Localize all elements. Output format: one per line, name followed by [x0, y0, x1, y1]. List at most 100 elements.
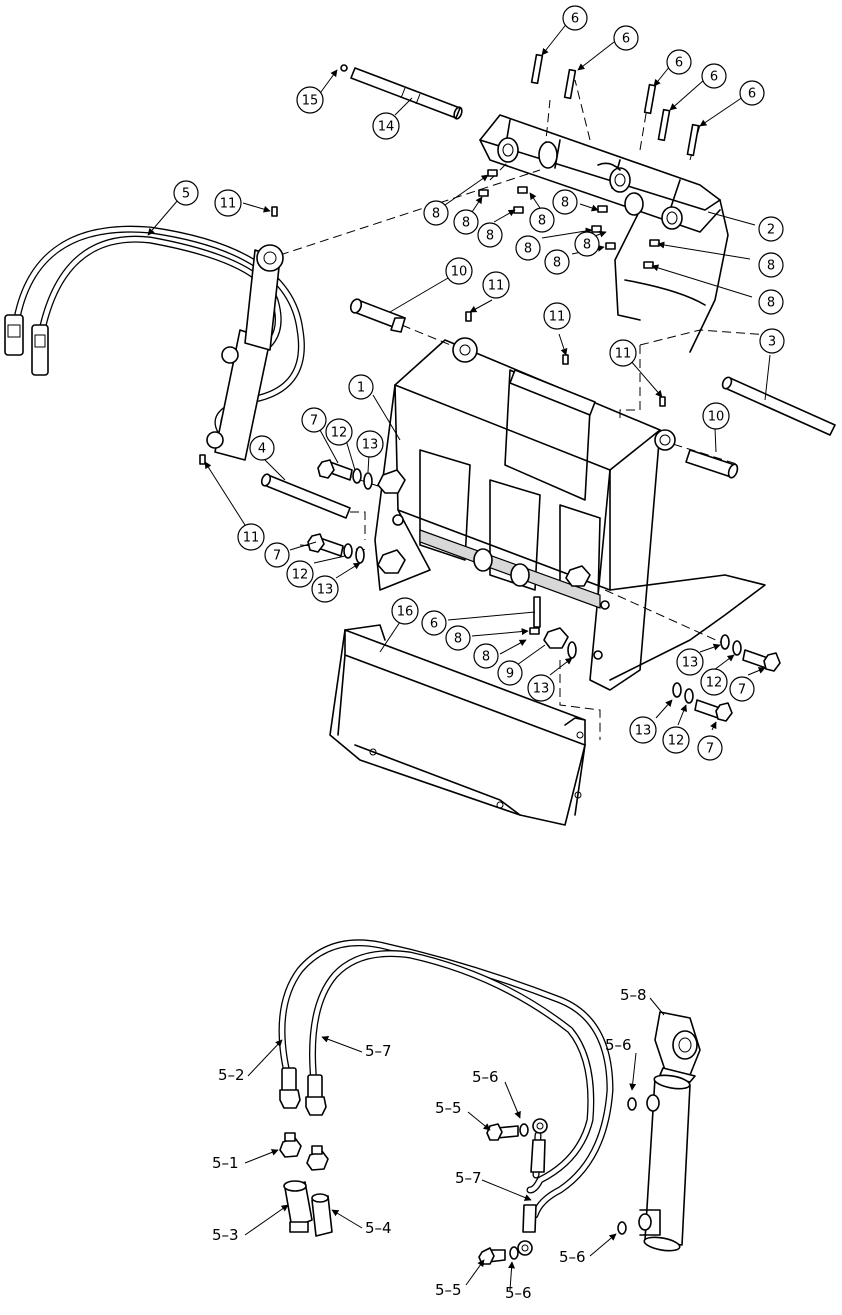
balloon-circle: [759, 328, 785, 354]
detail-label: 5–6: [605, 1036, 632, 1054]
balloon-number: 7: [738, 683, 746, 698]
balloon-number: 8: [462, 216, 470, 231]
balloon-11: 11: [609, 339, 637, 367]
detail-hoses: [278, 939, 614, 1233]
balloon-circle: [445, 625, 471, 651]
balloon-circle: [609, 339, 637, 367]
balloon-circle: [264, 542, 290, 568]
balloon-number: 11: [243, 531, 260, 546]
balloon-circle: [477, 222, 503, 248]
balloon-number: 8: [553, 256, 561, 271]
detail-leaders: [244, 997, 665, 1291]
balloon-7: 7: [697, 735, 723, 761]
balloon-6: 6: [421, 610, 447, 636]
balloon-8: 8: [423, 200, 449, 226]
balloon-circle: [662, 726, 690, 754]
balloon-8: 8: [453, 209, 479, 235]
balloon-number: 3: [768, 335, 776, 350]
balloon-number: 8: [767, 259, 775, 274]
balloon-circle: [544, 249, 570, 275]
balloon-circle: [423, 200, 449, 226]
balloon-circle: [296, 86, 324, 114]
balloon-number: 13: [362, 438, 379, 453]
exploded-view-drawing: [4, 53, 836, 826]
balloon-circle: [445, 257, 473, 285]
balloon-number: 6: [710, 70, 718, 85]
balloon-number: 8: [767, 296, 775, 311]
balloon-13: 13: [676, 648, 704, 676]
pin-10-upper: [349, 298, 406, 333]
balloon-13: 13: [311, 575, 339, 603]
balloon-circle: [356, 430, 384, 458]
balloon-number: 14: [378, 120, 395, 135]
balloon-number: 8: [561, 196, 569, 211]
balloon-6: 6: [613, 25, 639, 51]
balloon-circle: [421, 610, 447, 636]
balloon-circle: [286, 560, 314, 588]
balloon-13: 13: [629, 716, 657, 744]
balloon-circle: [697, 735, 723, 761]
balloon-circle: [237, 523, 265, 551]
balloon-circle: [700, 668, 728, 696]
detail-label: 5–7: [455, 1169, 482, 1187]
balloon-circle: [543, 302, 571, 330]
balloon-circle: [758, 216, 784, 242]
balloon-number: 8: [583, 238, 591, 253]
balloon-circle: [613, 25, 639, 51]
balloon-circle: [249, 435, 275, 461]
exploded-leaders: [147, 21, 771, 731]
balloon-circle: [453, 209, 479, 235]
balloon-circle: [173, 180, 199, 206]
pin-10-lower: [685, 449, 739, 479]
balloon-13: 13: [527, 674, 555, 702]
balloon-circle: [301, 407, 327, 433]
balloon-4: 4: [249, 435, 275, 461]
bolts-7-washers: [307, 459, 781, 722]
detail-label: 5–7: [365, 1042, 392, 1060]
balloon-number: 11: [549, 310, 566, 325]
balloon-circle: [739, 80, 765, 106]
balloon-1: 1: [348, 374, 374, 400]
balloon-circle: [325, 418, 353, 446]
detail-label: 5–1: [212, 1154, 239, 1172]
detail-label: 5–3: [212, 1226, 239, 1244]
detail-label: 5–6: [505, 1284, 532, 1302]
balloon-7: 7: [729, 676, 755, 702]
nuts-8: [478, 169, 660, 635]
upper-hitch-2: [479, 114, 729, 353]
balloon-number: 7: [273, 549, 281, 564]
balloon-11: 11: [214, 189, 242, 217]
balloon-8: 8: [758, 252, 784, 278]
balloon-number: 8: [486, 229, 494, 244]
balloon-number: 13: [682, 656, 699, 671]
detail-label: 5–6: [559, 1248, 586, 1266]
balloon-circle: [482, 271, 510, 299]
balloon-circle: [473, 643, 499, 669]
balloon-11: 11: [237, 523, 265, 551]
small-bolts-11: [199, 206, 666, 465]
pin-3: [721, 376, 836, 436]
balloon-number: 11: [220, 197, 237, 212]
balloon-number: 2: [767, 223, 775, 238]
balloon-12: 12: [325, 418, 353, 446]
balloon-circle: [372, 112, 400, 140]
balloon-circle: [666, 49, 692, 75]
balloon-number: 6: [748, 87, 756, 102]
main-frame-1: [374, 337, 766, 691]
balloon-8: 8: [758, 289, 784, 315]
balloon-8: 8: [544, 249, 570, 275]
balloon-circle: [527, 674, 555, 702]
balloon-number: 13: [635, 724, 652, 739]
balloon-2: 2: [758, 216, 784, 242]
balloon-circle: [497, 660, 523, 686]
balloon-number: 8: [482, 650, 490, 665]
balloon-circle: [729, 676, 755, 702]
balloon-number: 15: [302, 94, 319, 109]
coupler-5-3: [283, 1180, 313, 1233]
hydraulic-cylinder-5: [4, 225, 305, 461]
balloon-8: 8: [477, 222, 503, 248]
pin-4: [260, 473, 351, 519]
balloon-16: 16: [391, 597, 419, 625]
balloon-5: 5: [173, 180, 199, 206]
